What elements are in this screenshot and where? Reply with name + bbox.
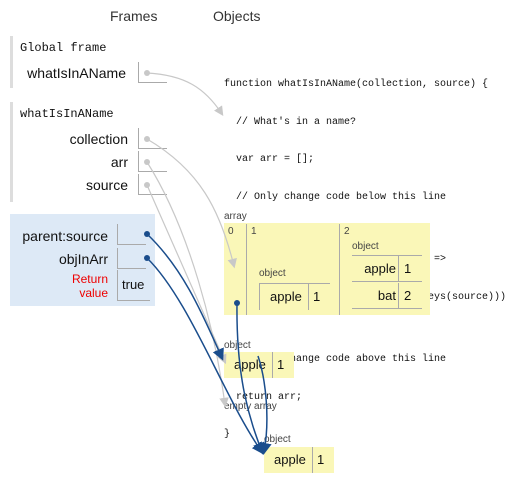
return-value: true — [122, 277, 145, 292]
nested-object-value: 1 — [313, 289, 321, 304]
cell-divider — [312, 447, 313, 473]
func-frame — [10, 102, 13, 202]
object-b-label: object — [264, 434, 291, 445]
array-divider — [339, 224, 340, 315]
global-var-whatIsInAName: whatIsInAName — [27, 65, 126, 81]
object-b-box: apple 1 — [264, 447, 334, 473]
nested-object2-label: object — [352, 241, 379, 252]
nested-object2-value: 2 — [404, 288, 412, 303]
collection-pointer-box — [138, 128, 167, 149]
global-frame — [10, 36, 13, 88]
object-b-value: 1 — [317, 452, 325, 467]
object-a-key: apple — [234, 357, 266, 372]
object-a-label: object — [224, 340, 251, 351]
frames-header: Frames — [110, 8, 158, 24]
parent-source-pointer-box — [117, 224, 146, 245]
object-a-value: 1 — [277, 357, 285, 372]
cell-divider — [308, 284, 309, 310]
cell-divider — [398, 256, 399, 281]
code-line: // Only change code below this line — [224, 191, 447, 203]
nested-object2-value: 1 — [404, 261, 412, 276]
nested-object-key: apple — [270, 289, 302, 304]
return-label-line2: value — [79, 286, 108, 300]
return-label-line1: Return — [71, 272, 108, 286]
arr-pointer-box — [138, 151, 167, 172]
active-frame — [10, 214, 155, 306]
object-b-key: apple — [274, 452, 306, 467]
empty-array-label: empty array — [224, 401, 277, 412]
nested-object-box: apple 1 — [259, 283, 330, 310]
nested-object2-row: apple 1 — [352, 255, 422, 282]
object-a-box: apple 1 — [224, 352, 294, 378]
source-pointer-box — [138, 174, 167, 195]
arrow-parent-source-to-object — [146, 233, 224, 361]
array-label: array — [224, 211, 247, 222]
nested-object-label: object — [259, 268, 286, 279]
return-value-label: Return value — [40, 272, 108, 300]
active-var-parent-source: parent:source — [22, 228, 108, 244]
func-frame-title: whatIsInAName — [20, 107, 114, 121]
nested-object2-box: apple 1 bat 2 — [352, 255, 422, 311]
active-var-objInArr: objInArr — [58, 251, 108, 267]
nested-object2-row: bat 2 — [352, 283, 422, 309]
cell-divider — [272, 352, 273, 378]
array-index-1: 1 — [251, 226, 257, 237]
array-divider — [246, 224, 247, 315]
code-line: function whatIsInAName(collection, sourc… — [224, 79, 489, 90]
objInArr-pointer-box — [117, 248, 146, 269]
code-line: var arr = []; — [224, 154, 315, 165]
cell-divider — [398, 283, 399, 308]
func-var-source: source — [85, 177, 128, 193]
code-line: // What's in a name? — [224, 116, 357, 128]
objects-header: Objects — [213, 8, 261, 24]
arrow-arr-to-empty-array — [146, 161, 229, 408]
return-value-box: true — [117, 270, 150, 301]
func-var-collection: collection — [69, 131, 128, 147]
nested-object2-key: bat — [377, 288, 396, 303]
array-index-2: 2 — [344, 226, 350, 237]
global-var-pointer-box — [138, 62, 167, 83]
func-var-arr: arr — [110, 154, 128, 170]
global-frame-title: Global frame — [20, 41, 107, 55]
arrow-source-to-object — [146, 184, 227, 365]
nested-object2-key: apple — [364, 261, 396, 276]
array-index-0: 0 — [228, 226, 234, 237]
